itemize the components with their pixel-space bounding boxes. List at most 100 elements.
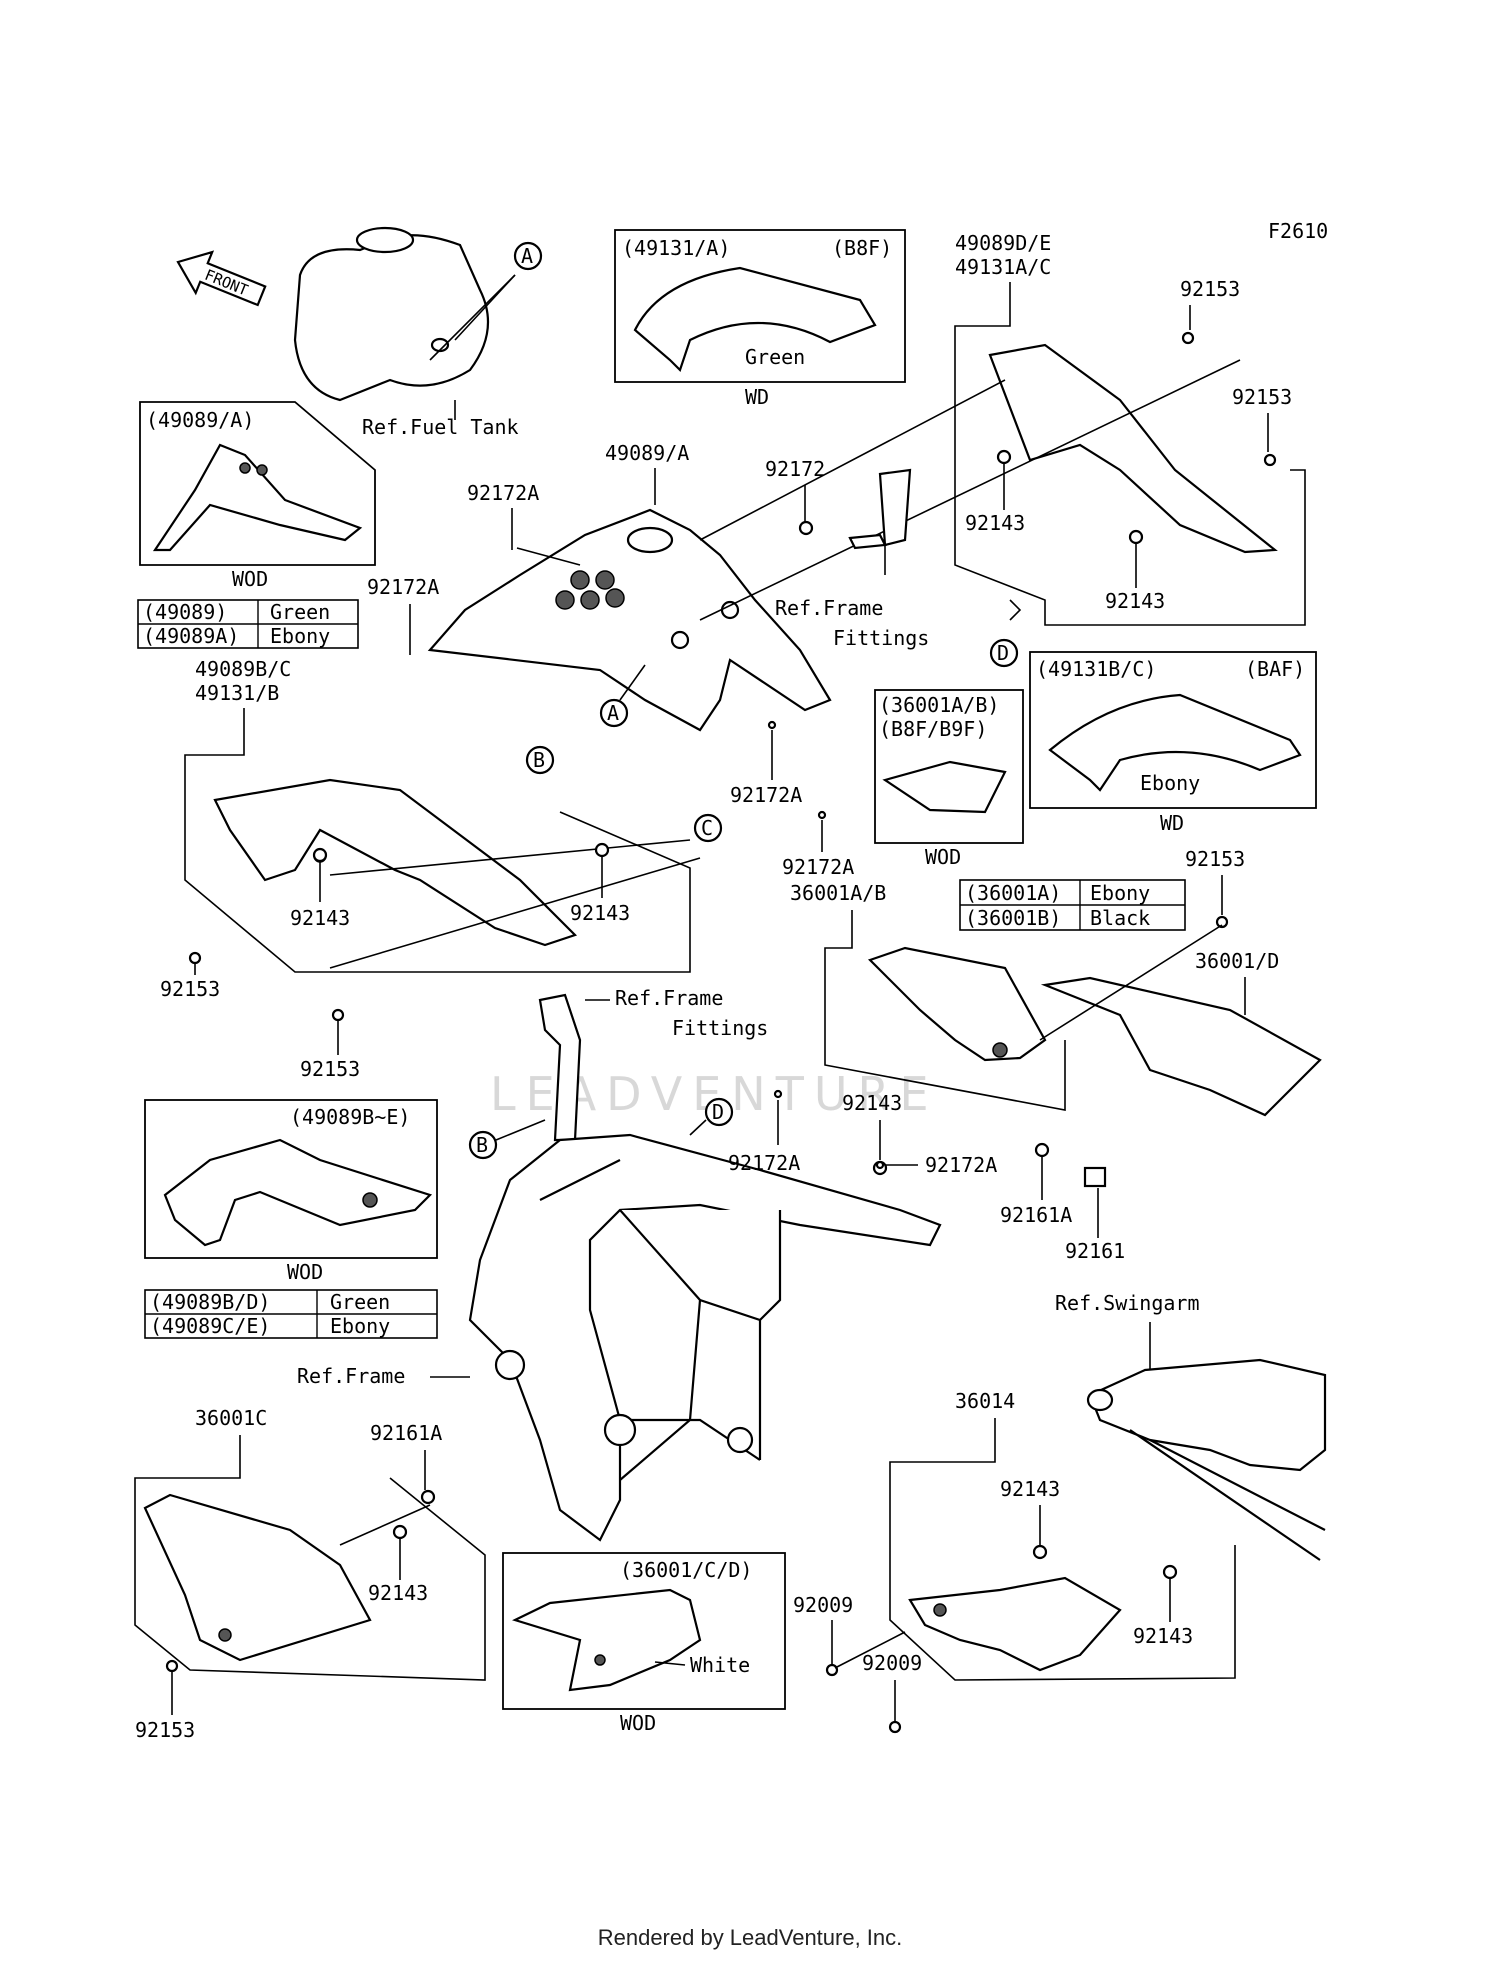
table-36001-r0c0: (36001A) (965, 881, 1061, 905)
part-92172a-2: 92172A (367, 575, 439, 599)
table-49089-r1c1: Ebony (270, 624, 330, 648)
part-92153-d: 92153 (300, 1057, 360, 1081)
side-cover-rear-icon (1040, 976, 1322, 1117)
part-92143-g: 92143 (1000, 1477, 1060, 1501)
shroud-49131a-icon (633, 266, 877, 373)
inset-36001ab-variant: WOD (925, 845, 961, 869)
footer-credit: Rendered by LeadVenture, Inc. (597, 1925, 903, 1950)
shroud-rear-right-icon (988, 343, 1278, 554)
part-36014: 36014 (955, 1389, 1015, 1413)
table-36001-r1c0: (36001B) (965, 906, 1061, 930)
part-92143-a: 92143 (965, 511, 1025, 535)
tank-cover-icon (427, 508, 832, 732)
part-92153-e: 92153 (1185, 847, 1245, 871)
part-92172a-3: 92172A (730, 783, 802, 807)
table-49089bd-r1c0: (49089C/E) (150, 1314, 270, 1338)
inset-49089be-variant: WOD (287, 1260, 323, 1284)
part-49089bc: 49089B/C (195, 657, 291, 681)
part-92143-f: 92143 (368, 1581, 428, 1605)
part-92161: 92161 (1065, 1239, 1125, 1263)
inset-49131bc-color: Ebony (1140, 771, 1200, 795)
callout-c-mid: C (701, 816, 713, 840)
shroud-49089be-icon (163, 1138, 433, 1247)
part-36001d: 36001/D (1195, 949, 1279, 973)
swingarm-icon (1086, 1358, 1327, 1561)
part-92143-h: 92143 (1133, 1624, 1193, 1648)
ref-fuel-tank: Ref.Fuel Tank (362, 415, 519, 439)
figure-code: F2610 (1268, 219, 1328, 243)
ref-frame-fittings-1: Ref.Frame (775, 596, 883, 620)
table-49089bd-r0c1: Green (330, 1290, 390, 1314)
ref-frame-fittings-1b: Fittings (833, 626, 929, 650)
shroud-49089a-icon (152, 443, 363, 552)
part-92172: 92172 (765, 457, 825, 481)
inset-36001cd-variant: WOD (620, 1711, 656, 1735)
inset-49131bc-variant: WD (1160, 811, 1184, 835)
table-49089bd-r0c0: (49089B/D) (150, 1290, 270, 1314)
table-36001: (36001A) Ebony (36001B) Black (959, 879, 1186, 931)
table-49089: (49089) Green (49089A) Ebony (137, 599, 359, 649)
table-49089bd: (49089B/D) Green (49089C/E) Ebony (144, 1289, 438, 1339)
inset-36001ab-title: (36001A/B) (879, 693, 999, 717)
part-92009-a: 92009 (793, 1593, 853, 1617)
part-92153-c: 92153 (160, 977, 220, 1001)
ref-frame-fittings-2b: Fittings (672, 1016, 768, 1040)
part-92172a-1: 92172A (467, 481, 539, 505)
inset-49131bc-code: (BAF) (1245, 657, 1305, 681)
part-49089a: 49089/A (605, 441, 689, 465)
inset-49089be-title: (49089B~E) (290, 1105, 410, 1129)
callout-a-mid: A (607, 701, 619, 725)
part-92172a-4: 92172A (782, 855, 854, 879)
table-49089-r0c1: Green (270, 600, 330, 624)
chain-guard-icon (908, 1576, 1122, 1672)
part-92161a-1: 92161A (1000, 1203, 1072, 1227)
part-92161a-2: 92161A (370, 1421, 442, 1445)
frame-icon (468, 1133, 942, 1542)
part-92143-e: 92143 (842, 1091, 902, 1115)
part-92009-b: 92009 (862, 1651, 922, 1675)
inset-49131bc-title: (49131B/C) (1036, 657, 1156, 681)
table-49089bd-r1c1: Ebony (330, 1314, 390, 1338)
part-49131b: 49131/B (195, 681, 279, 705)
table-49089-r0c0: (49089) (143, 600, 227, 624)
part-92153-b: 92153 (1232, 385, 1292, 409)
table-49089-r1c0: (49089A) (143, 624, 239, 648)
ref-frame: Ref.Frame (297, 1364, 405, 1388)
inset-36001ab-code: (B8F/B9F) (879, 717, 987, 741)
part-92153-f: 92153 (135, 1718, 195, 1742)
inset-49131a-color: Green (745, 345, 805, 369)
shroud-front-left-icon (213, 778, 578, 947)
inset-36001cd-color: White (690, 1653, 750, 1677)
table-36001-r0c1: Ebony (1090, 881, 1150, 905)
part-92172a-5: 92172A (728, 1151, 800, 1175)
ref-frame-fittings-2: Ref.Frame (615, 986, 723, 1010)
front-arrow-icon: FRONT (176, 250, 267, 307)
part-92153-a: 92153 (1180, 277, 1240, 301)
part-36001ab: 36001A/B (790, 881, 886, 905)
ref-swingarm: Ref.Swingarm (1055, 1291, 1200, 1315)
fuel-tank-icon (293, 226, 490, 402)
part-49089de: 49089D/E (955, 231, 1051, 255)
inset-49089a-title: (49089/A) (146, 408, 254, 432)
inset-49089a-variant: WOD (232, 567, 268, 591)
part-92143-d: 92143 (570, 901, 630, 925)
side-cover-right-icon (867, 946, 1047, 1062)
callout-a-top: A (521, 244, 533, 268)
part-49131ac: 49131A/C (955, 255, 1051, 279)
callout-d-top: D (997, 641, 1009, 665)
part-36001c: 36001C (195, 1406, 267, 1430)
callout-d-frame: D (712, 1100, 724, 1124)
part-92143-c: 92143 (290, 906, 350, 930)
callout-b-mid: B (533, 748, 545, 772)
inset-49131a-code: (B8F) (832, 236, 892, 260)
side-cover-36001cd-icon (512, 1588, 702, 1692)
inset-36001cd-title: (36001/C/D) (620, 1558, 752, 1582)
inset-49131a-variant: WD (745, 385, 769, 409)
side-cover-left-icon (143, 1493, 372, 1662)
callout-b-frame: B (476, 1133, 488, 1157)
table-36001-r1c1: Black (1090, 906, 1150, 930)
part-92172a-6: 92172A (925, 1153, 997, 1177)
part-92143-b: 92143 (1105, 589, 1165, 613)
